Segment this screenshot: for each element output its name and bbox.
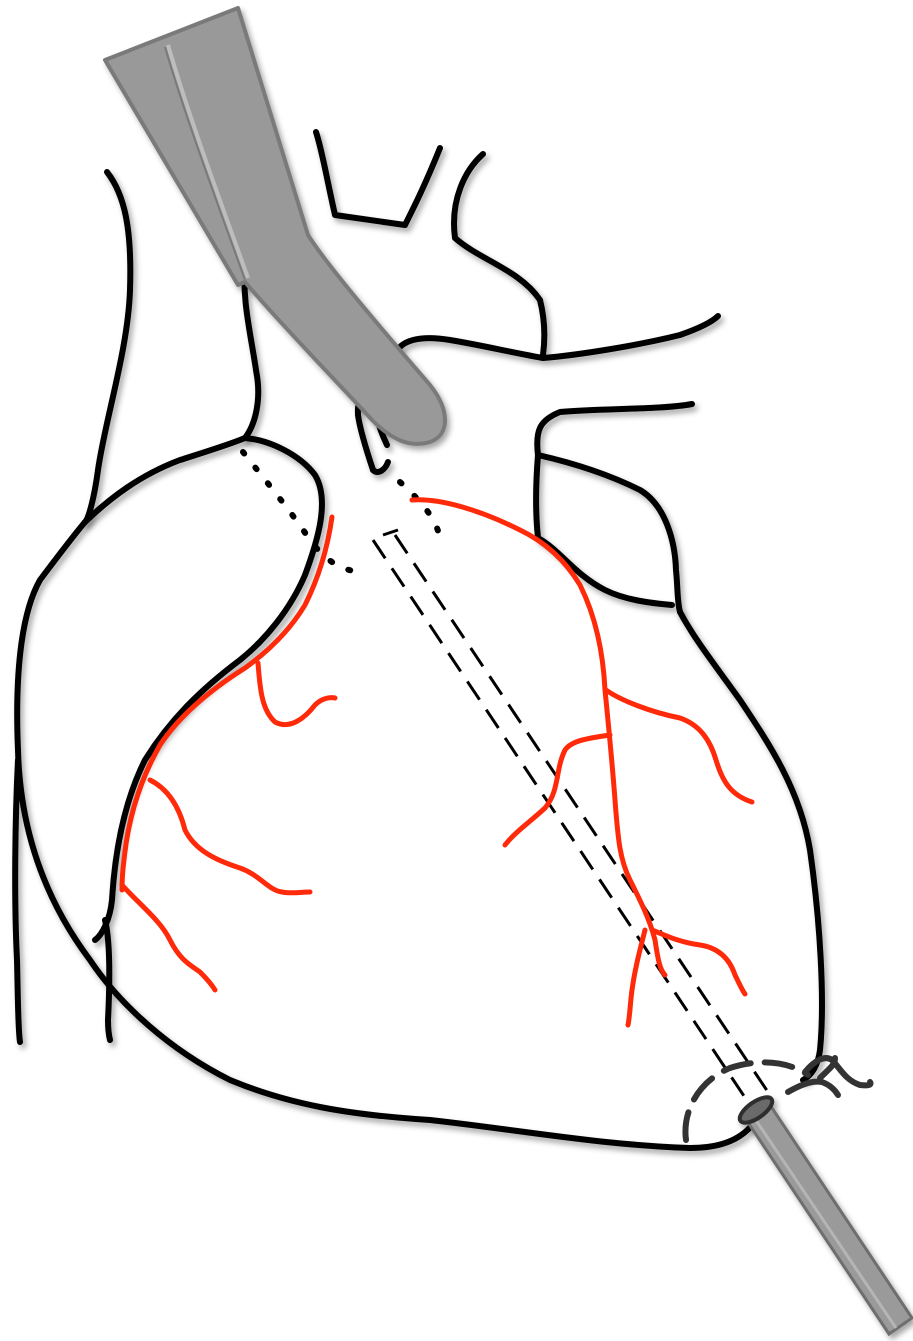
cannula-path (373, 530, 772, 1108)
apical-cannula (736, 1093, 912, 1334)
right-coronary-artery (122, 517, 335, 990)
aortic-root-dotted (243, 452, 440, 572)
